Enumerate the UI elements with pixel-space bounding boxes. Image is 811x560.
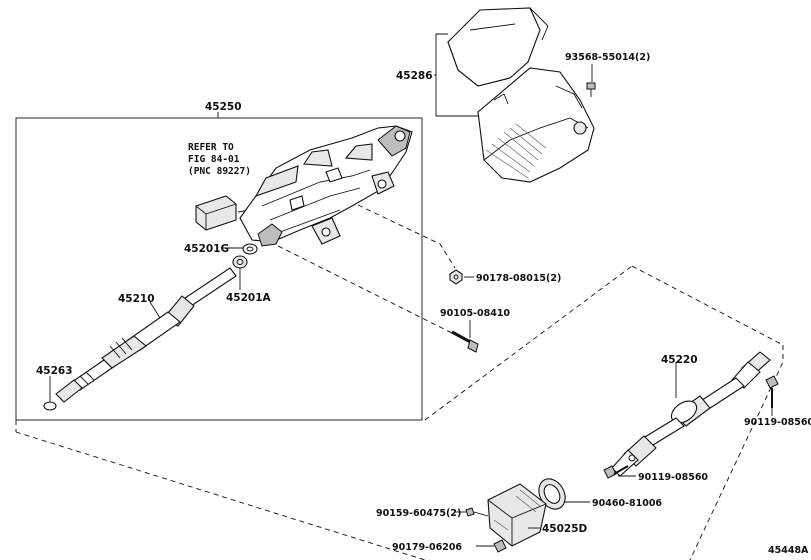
label-90119-lower: 90119-08560 [638, 472, 708, 483]
screw-93568 [586, 82, 596, 97]
dashed-group-bottom [15, 431, 426, 560]
dashed-group-top [424, 265, 633, 421]
bushing-45201A [232, 255, 248, 269]
label-90460: 90460-81006 [592, 498, 662, 509]
assembly-box-45250 [15, 117, 423, 421]
clip-90179 [493, 539, 507, 553]
main-shaft-45210 [55, 267, 237, 403]
bolt-90119-right [765, 375, 779, 408]
guide-to-90105 [261, 237, 467, 341]
label-45263: 45263 [36, 365, 73, 377]
refer-note-line1: REFER TO [188, 142, 234, 153]
figure-id: 45448A [768, 545, 809, 556]
label-45201A: 45201A [226, 292, 272, 304]
washer-45201G [242, 243, 258, 255]
guide-to-90178 [357, 204, 456, 269]
label-45210: 45210 [118, 293, 155, 305]
label-90179: 90179-06206 [392, 542, 462, 553]
bolt-90105 [451, 330, 479, 353]
refer-note-line3: (PNC 89227) [188, 166, 251, 177]
label-45220: 45220 [661, 354, 698, 366]
label-45286: 45286 [396, 70, 433, 82]
label-90105: 90105-08410 [440, 308, 510, 319]
steering-column-body [239, 125, 413, 247]
dashed-group-right-top [631, 265, 784, 346]
refer-note-line2: FIG 84-01 [188, 154, 240, 165]
label-93568: 93568-55014(2) [565, 52, 650, 63]
bolt-90119-lower [603, 465, 629, 479]
dashed-group-right [689, 345, 784, 560]
ecu-block [195, 195, 237, 231]
label-90159: 90159-60475(2) [376, 508, 461, 519]
nut-90178 [449, 269, 463, 285]
label-45250: 45250 [205, 101, 242, 113]
ring-90460 [538, 478, 566, 510]
column-cover-lower [477, 67, 595, 183]
label-45025D: 45025D [542, 523, 588, 535]
label-45201G: 45201G [184, 243, 229, 255]
label-90119-right: 90119-08560 [744, 417, 811, 428]
column-cover-upper [447, 7, 549, 87]
screw-90159 [465, 507, 489, 517]
intermediate-shaft-45220 [611, 351, 771, 477]
label-90178: 90178-08015(2) [476, 273, 561, 284]
leader-45210 [149, 301, 161, 319]
boot-45025D [487, 483, 547, 547]
snap-ring-45263 [43, 401, 57, 411]
